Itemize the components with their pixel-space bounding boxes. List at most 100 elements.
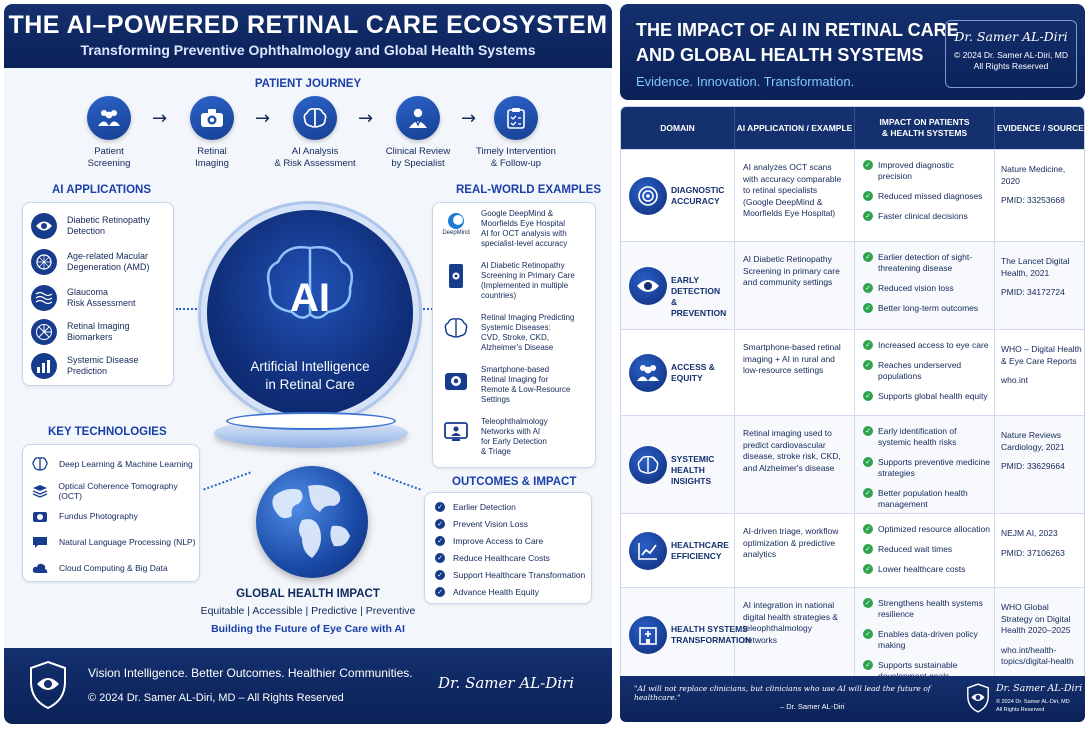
global-impact-tagline: Building the Future of Eye Care with AI — [211, 623, 405, 635]
evidence-id: PMID: 33629664 — [1001, 461, 1065, 471]
technologies-title: KEY TECHNOLOGIES — [48, 426, 167, 438]
impact-list: ✓Optimized resource allocation✓Reduced w… — [863, 524, 990, 584]
retina-icon — [31, 249, 57, 275]
domain-label: HEALTHCARE EFFICIENCY — [671, 540, 729, 561]
arrow-right-icon: → — [255, 108, 271, 129]
check-icon: ✓ — [863, 303, 873, 313]
list-item: ✓Improved diagnostic precision — [863, 160, 990, 182]
impact-list: ✓Earlier detection of sight-threatening … — [863, 252, 990, 323]
list-item: ✓Prevent Vision Loss — [435, 519, 528, 529]
impact-tagline: Evidence. Innovation. Transformation. — [636, 74, 855, 89]
eye-icon — [31, 213, 57, 239]
list-item: Teleophthalmology Networks with AI for E… — [441, 417, 548, 457]
footer-copyright: © 2024 Dr. Samer AL-Diri, MD – All Right… — [88, 692, 344, 704]
vessels-icon — [31, 319, 57, 345]
outcomes-title: OUTCOMES & IMPACT — [452, 476, 577, 488]
domain-cell: HEALTH SYSTEMS TRANSFORMATION — [621, 588, 751, 679]
signature: Dr. Samer AL-Diri — [996, 683, 1083, 694]
domain-label: HEALTH SYSTEMS TRANSFORMATION — [671, 624, 752, 645]
check-icon: ✓ — [863, 391, 873, 401]
line-chart-icon — [629, 532, 667, 570]
examples-title: REAL-WORLD EXAMPLES — [456, 184, 602, 196]
journey-step-label: AI Analysis & Risk Assessment — [274, 146, 356, 169]
journey-step-label: Clinical Review by Specialist — [385, 146, 451, 169]
list-item: ✓Supports preventive medicine strategies — [863, 457, 990, 479]
list-item: ✓Strengthens health systems resilience — [863, 598, 990, 620]
domain-cell: ACCESS & EQUITY — [621, 330, 735, 415]
check-icon: ✓ — [863, 660, 873, 670]
global-impact-title: GLOBAL HEALTH IMPACT — [236, 588, 380, 600]
column-header: DOMAIN — [621, 107, 735, 149]
list-item: ✓Increased access to eye care — [863, 340, 990, 351]
check-icon: ✓ — [435, 536, 445, 546]
domain-cell: DIAGNOSTIC ACCURACY — [621, 150, 735, 241]
brain-icon — [629, 446, 667, 484]
brain-icon — [31, 455, 49, 473]
domain-cell: EARLY DETECTION & PREVENTION — [621, 242, 735, 329]
impact-cell: ✓Early identification of systemic health… — [855, 416, 995, 513]
column-header: IMPACT ON PATIENTS & HEALTH SYSTEMS — [855, 107, 995, 149]
journey-step: Clinical Review by Specialist — [373, 96, 463, 170]
list-item: ✓Better population health management — [863, 488, 990, 510]
impact-list: ✓Early identification of systemic health… — [863, 426, 990, 519]
check-icon: ✓ — [863, 360, 873, 370]
column-header: EVIDENCE / SOURCE — [997, 122, 1084, 133]
quote: "AI will not replace clinicians, but cli… — [634, 684, 931, 702]
ecosystem-header: THE AI–POWERED RETINAL CARE ECOSYSTEM Tr… — [4, 4, 612, 68]
journey-step: Patient Screening — [64, 96, 154, 170]
signature: Dr. Samer AL-Diri — [438, 674, 574, 692]
ai-center-label: Artificial Intelligence in Retinal Care — [250, 359, 370, 392]
column-header: AI APPLICATION / EXAMPLE — [735, 107, 855, 149]
impact-footer: "AI will not replace clinicians, but cli… — [620, 676, 1085, 722]
application-text: AI Diabetic Retinopathy Screening in pri… — [743, 254, 840, 287]
list-item: AI Diabetic Retinopathy Screening in Pri… — [441, 261, 575, 301]
hospital-icon — [629, 616, 667, 654]
impact-list: ✓Strengthens health systems resilience ✓E… — [863, 598, 990, 679]
application-text: Retinal imaging used to predict cardiova… — [743, 428, 841, 473]
evidence-source: Nature Reviews Cardiology, 2021 — [1001, 430, 1065, 452]
list-item: ✓Reaches underserved populations — [863, 360, 990, 382]
brain-icon — [267, 246, 353, 319]
journey-step: Retinal Imaging — [167, 96, 257, 170]
impact-list: ✓Improved diagnostic precision✓Reduced m… — [863, 160, 990, 231]
impact-list: ✓Increased access to eye care ✓Reaches un… — [863, 340, 990, 411]
list-item: Deep Learning & Machine Learning — [31, 455, 193, 473]
evidence-id: PMID: 34172724 — [1001, 287, 1065, 297]
list-item: Cloud Computing & Big Data — [31, 559, 168, 577]
check-icon: ✓ — [863, 488, 873, 498]
list-item: ✓Enables data-driven policy making — [863, 629, 990, 651]
journey-title: PATIENT JOURNEY — [254, 78, 362, 90]
arrow-right-icon: → — [152, 108, 168, 129]
evidence-source: WHO – Digital Health & Eye Care Reports — [1001, 344, 1082, 366]
application-cell: Retinal imaging used to predict cardiova… — [735, 416, 855, 513]
journey-step: Timely Intervention & Follow-up — [471, 96, 561, 170]
evidence-source: NEJM AI, 2023 — [1001, 528, 1058, 538]
domain-label: EARLY DETECTION & PREVENTION — [671, 275, 727, 318]
camera-icon — [441, 365, 471, 395]
table-row: EARLY DETECTION & PREVENTION AI Diabetic … — [621, 241, 1084, 329]
check-icon: ✓ — [435, 519, 445, 529]
check-icon: ✓ — [863, 564, 873, 574]
application-cell: Smartphone-based retinal imaging + AI in… — [735, 330, 855, 415]
list-item: ✓Earlier Detection — [435, 502, 516, 512]
domain-cell: SYSTEMIC HEALTH INSIGHTS — [621, 416, 735, 513]
check-icon: ✓ — [863, 211, 873, 221]
monitor-icon — [441, 417, 471, 447]
check-icon: ✓ — [435, 570, 445, 580]
list-item: ✓Early identification of systemic health… — [863, 426, 990, 448]
application-text: Smartphone-based retinal imaging + AI in… — [743, 342, 841, 375]
list-item: Glaucoma Risk Assessment — [31, 285, 136, 311]
check-icon: ✓ — [435, 587, 445, 597]
clipboard-icon — [494, 96, 538, 140]
patient-journey: Patient Screening → Retinal Imaging → AI… — [64, 96, 564, 176]
evidence-cell: WHO Global Strategy on Digital Health 20… — [995, 588, 1084, 679]
evidence-id: PMID: 33253668 — [1001, 195, 1065, 205]
list-item: DeepMind Google DeepMind & Moorfields Ey… — [442, 209, 568, 248]
ecosystem-subtitle: Transforming Preventive Ophthalmology an… — [80, 42, 536, 58]
footer-slogan: Vision Intelligence. Better Outcomes. He… — [88, 666, 413, 680]
check-icon: ✓ — [863, 160, 873, 170]
